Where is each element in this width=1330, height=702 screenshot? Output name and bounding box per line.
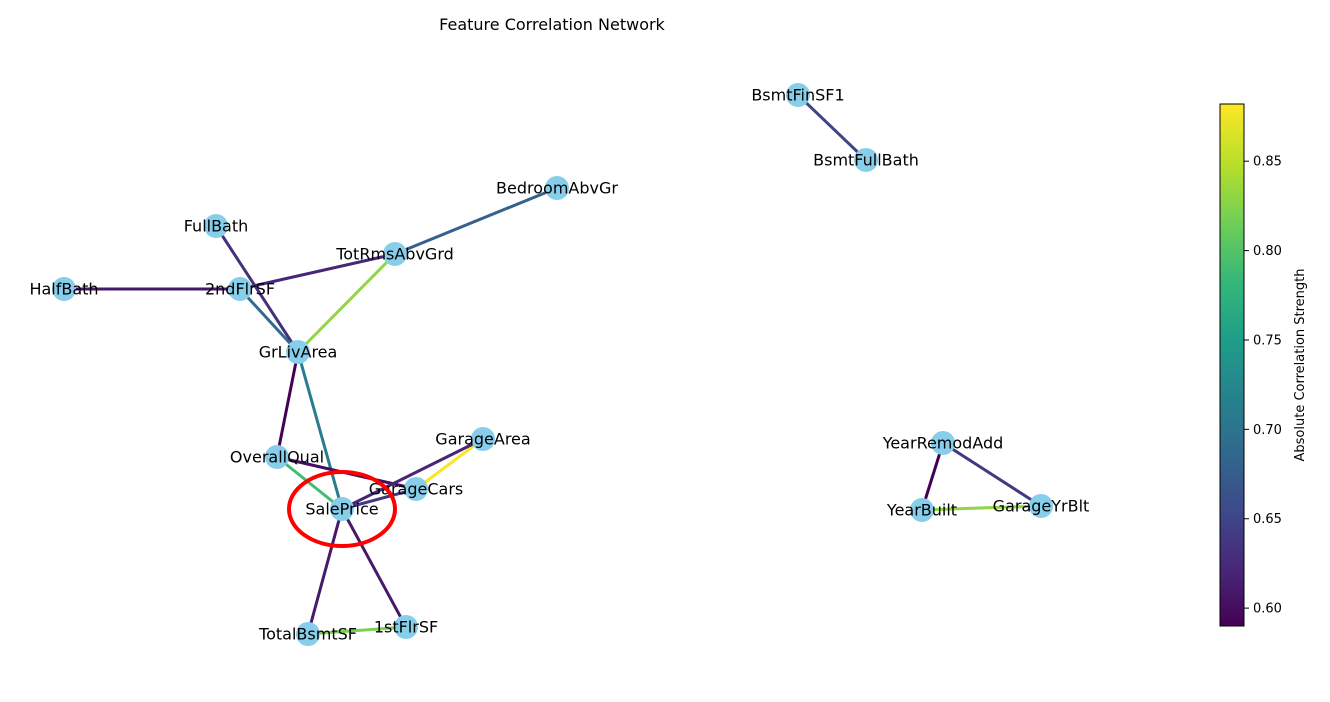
colorbar-tick-label: 0.85 [1253, 155, 1282, 170]
colorbar: 0.60 0.65 0.70 0.75 0.80 0.85 Absolute Correl… [1219, 103, 1308, 627]
node-label-bedroomabvgr: BedroomAbvGr [496, 179, 618, 198]
labels-layer: BsmtFinSF1BsmtFullBathBedroomAbvGrFullBa… [29, 86, 1089, 644]
edge-fullbath-grlivarea [214, 225, 300, 353]
node-garagearea [471, 427, 495, 451]
node-label-totalbsmtsf: TotalBsmtSF [258, 625, 357, 644]
edge-overallqual-saleprice [276, 455, 343, 511]
edge-bsmtfinsf1-bsmtfullbath [796, 93, 868, 162]
diagram-title: Feature Correlation Network [439, 15, 665, 34]
node-fullbath [204, 214, 228, 238]
edge-yearbuilt-garageyrblt [921, 504, 1042, 512]
node-label-bsmtfinsf1: BsmtFinSF1 [751, 86, 844, 105]
node-bsmtfinsf1 [786, 83, 810, 107]
edge-totalbsmtsf-1stflrsf [307, 625, 407, 636]
node-label-grlivarea: GrLivArea [259, 343, 338, 362]
node-label-overallqual: OverallQual [230, 448, 324, 467]
node-label-halfbath: HalfBath [29, 280, 98, 299]
edge-yearremodadd-garageyrblt [942, 441, 1042, 508]
nodes-layer [52, 83, 1053, 646]
edge-garagearea-garagecars [415, 437, 484, 491]
node-garagecars [404, 477, 428, 501]
node-label-bsmtfullbath: BsmtFullBath [813, 151, 919, 170]
node-saleprice [330, 497, 354, 521]
node-label-garagecars: GarageCars [369, 480, 463, 499]
colorbar-tick-label: 0.65 [1253, 512, 1282, 527]
node-halfbath [52, 277, 76, 301]
node-totalbsmtsf [296, 622, 320, 646]
colorbar-tick-label: 0.60 [1253, 602, 1282, 617]
node-label-fullbath: FullBath [184, 217, 249, 236]
colorbar-tick-label: 0.70 [1253, 423, 1282, 438]
edge-saleprice-1stflrsf [340, 508, 408, 628]
edge-garagecars-saleprice [341, 487, 417, 511]
edge-garagearea-saleprice [341, 437, 484, 511]
edge-grlivarea-saleprice [296, 351, 344, 510]
edge-totrmsabvgrd-grlivarea [296, 252, 397, 354]
edge-grlivarea-overallqual [275, 351, 300, 458]
node-grlivarea [286, 340, 310, 364]
node-bedroomabvgr [545, 176, 569, 200]
node-label-saleprice: SalePrice [305, 500, 378, 519]
node-label-1stflrsf: 1stFlrSF [374, 618, 438, 637]
node-label-garagearea: GarageArea [435, 430, 530, 449]
node-yearbuilt [910, 498, 934, 522]
node-1stflrsf [394, 615, 418, 639]
node-label-yearbuilt: YearBuilt [886, 501, 957, 520]
node-bsmtfullbath [854, 148, 878, 172]
edges-layer [64, 93, 1042, 636]
colorbar-tick-label: 0.80 [1253, 244, 1282, 259]
colorbar-tick-label: 0.75 [1253, 333, 1282, 348]
edge-bedroomabvgr-totrmsabvgrd [394, 186, 558, 256]
edge-saleprice-totalbsmtsf [306, 508, 344, 635]
highlight-layer [287, 470, 397, 548]
colorbar-ticks: 0.60 0.65 0.70 0.75 0.80 0.85 [1244, 155, 1282, 617]
node-totrmsabvgrd [383, 242, 407, 266]
node-label-totrmsabvgrd: TotRmsAbvGrd [335, 245, 454, 264]
node-label-garageyrblt: GarageYrBlt [993, 497, 1090, 516]
highlight-ring [287, 470, 397, 548]
colorbar-gradient [1219, 103, 1245, 627]
node-label-yearremodadd: YearRemodAdd [882, 434, 1004, 453]
node-label-2ndflrsf: 2ndFlrSF [205, 280, 275, 299]
node-yearremodadd [931, 431, 955, 455]
node-garageyrblt [1029, 494, 1053, 518]
node-2ndflrsf [228, 277, 252, 301]
colorbar-label: Absolute Correlation Strength [1293, 268, 1308, 461]
edge-2ndflrsf-totrmsabvgrd [239, 252, 396, 291]
edge-2ndflrsf-grlivarea [238, 287, 300, 354]
node-overallqual [265, 445, 289, 469]
